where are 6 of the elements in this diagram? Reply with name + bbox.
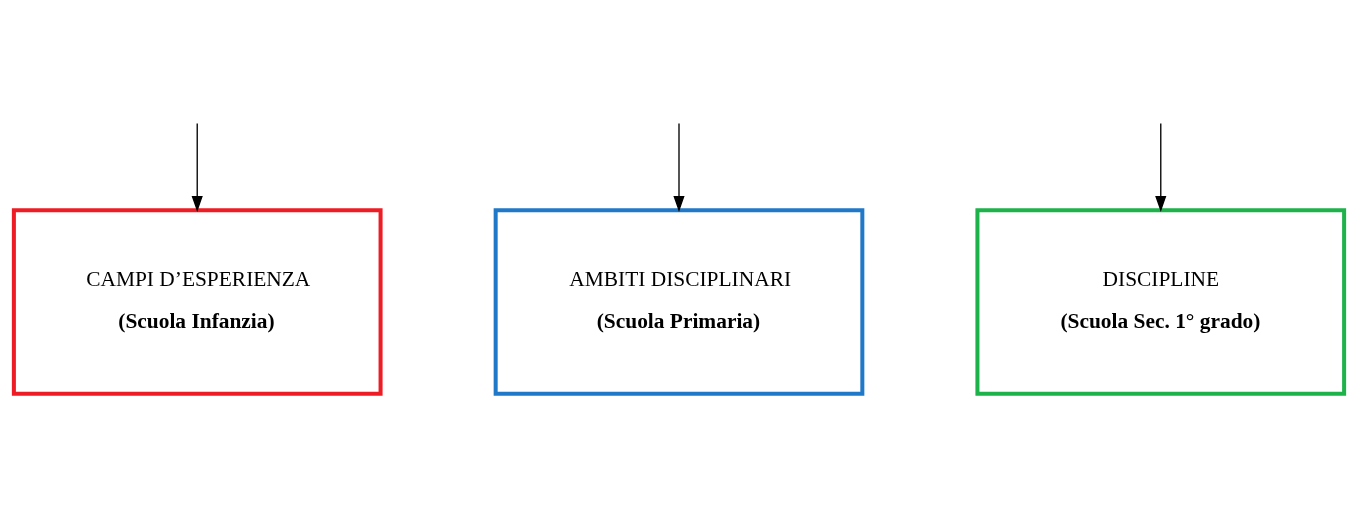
- node-box: DISCIPLINE (Scuola Sec. 1° grado): [975, 207, 1347, 396]
- node-box: CAMPI D’ESPERIENZA (Scuola Infanzia): [11, 207, 383, 396]
- node-box: AMBITI DISCIPLINARI (Scuola Primaria): [493, 207, 865, 396]
- arrow: [1155, 122, 1167, 212]
- arrow: [191, 122, 203, 212]
- arrow: [673, 122, 685, 212]
